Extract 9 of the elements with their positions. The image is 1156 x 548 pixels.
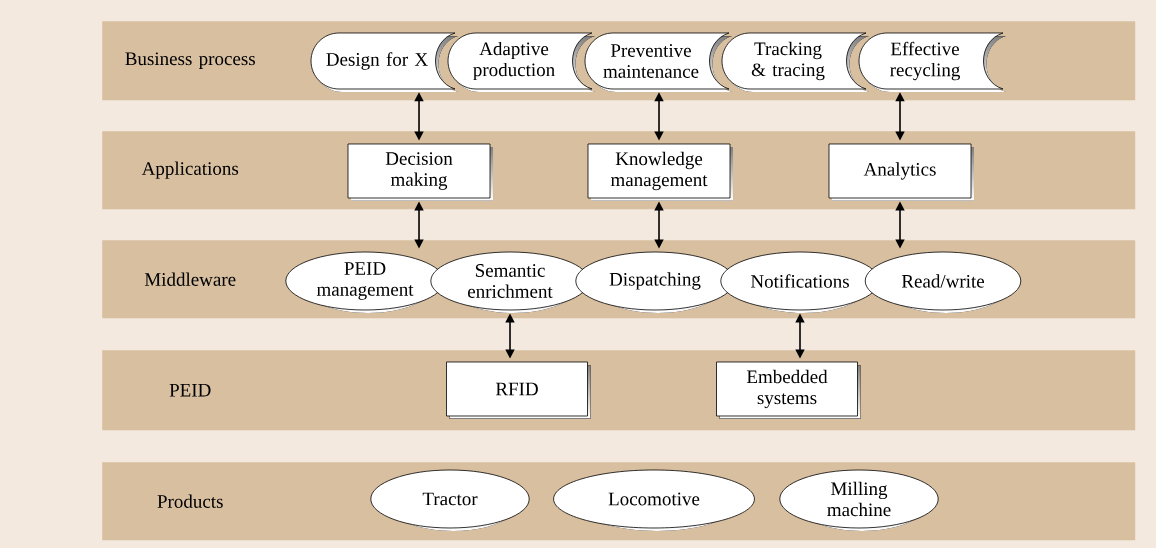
- oval-node: Locomotive: [553, 469, 755, 531]
- application-box: Embedded systems: [716, 361, 861, 419]
- oval-node: Milling machine: [779, 469, 939, 531]
- application-box: Decision making: [347, 143, 493, 201]
- oval-node: Tractor: [370, 469, 530, 531]
- application-box: Analytics: [828, 143, 974, 201]
- oval-node: Read/write: [864, 251, 1022, 313]
- application-box: Knowledge management: [587, 143, 733, 201]
- application-box: RFID: [446, 361, 591, 419]
